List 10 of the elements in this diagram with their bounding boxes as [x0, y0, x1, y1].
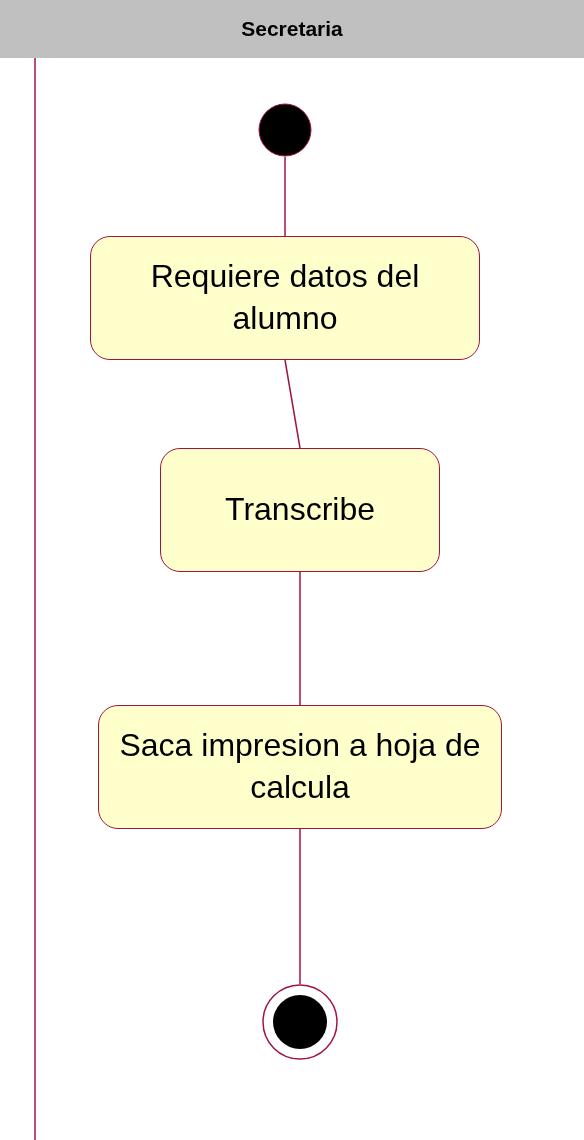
activity-box: Transcribe	[160, 448, 440, 572]
transition-line	[284, 359, 301, 449]
transition-line	[299, 828, 301, 985]
transition-line	[284, 156, 286, 237]
swimlane-header: Secretaria	[0, 0, 584, 58]
transition-line	[299, 571, 301, 706]
initial-node	[258, 103, 312, 157]
activity-box: Saca impresion a hoja de calcula	[98, 705, 502, 829]
activity-box: Requiere datos del alumno	[90, 236, 480, 360]
final-node	[262, 984, 338, 1060]
